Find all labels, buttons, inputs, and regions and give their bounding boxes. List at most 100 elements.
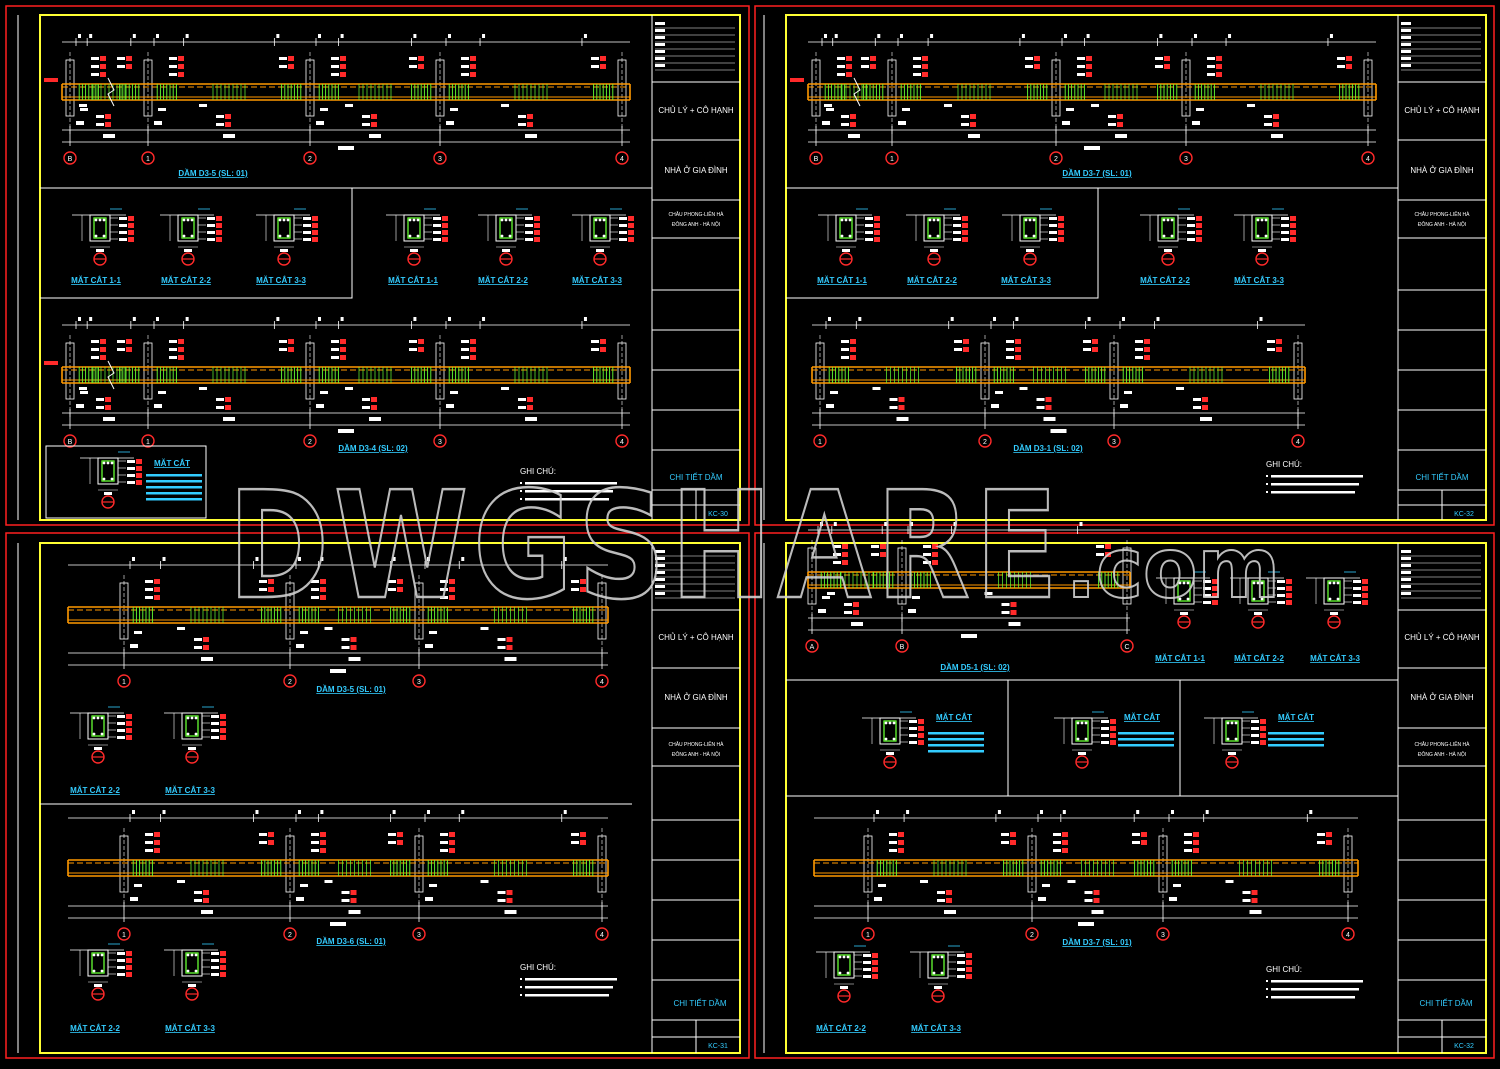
rebar-spec xyxy=(461,65,469,68)
tick-label xyxy=(89,34,93,38)
dim-value xyxy=(1043,417,1056,421)
rebar-bar xyxy=(100,969,104,973)
title-drawing-name: CHI TIẾT DẦM xyxy=(673,998,726,1008)
rebar-bar xyxy=(892,737,896,741)
beam-cross-section xyxy=(862,711,924,769)
rebar-spec xyxy=(1155,57,1163,60)
title-address-line-2: ĐÔNG ANH - HÀ NỘI xyxy=(672,751,720,758)
title-address-line-1: CHÂU PHONG-LIÊN HÀ xyxy=(1414,740,1470,748)
rebar-tag xyxy=(1346,56,1352,61)
title-address-line-2: ĐÔNG ANH - HÀ NỘI xyxy=(1418,751,1466,758)
rebar-tag xyxy=(962,216,968,221)
rebar-tag xyxy=(1062,832,1068,837)
tick-label xyxy=(1136,810,1140,814)
section-label: MẶT CẮT 3-3 xyxy=(165,1024,215,1033)
rebar-spec xyxy=(889,833,897,836)
rebar-spec xyxy=(1193,406,1201,409)
dim-total xyxy=(338,146,354,150)
stirrup xyxy=(91,952,105,974)
title-drawing-code: KC-31 xyxy=(708,1043,728,1050)
rebar-spec xyxy=(1247,104,1255,107)
rebar-tag xyxy=(1058,216,1064,221)
break-line xyxy=(107,360,115,390)
dim-value xyxy=(188,747,196,750)
rebar-tag xyxy=(918,726,924,731)
rebar-tag xyxy=(1286,586,1292,591)
section-label: MẶT CẮT 3-3 xyxy=(1001,276,1051,285)
rebar-spec xyxy=(169,57,177,60)
rebar-tag xyxy=(312,237,318,242)
dim-value xyxy=(103,134,115,138)
rebar-bar xyxy=(602,234,606,238)
grid-label: 1 xyxy=(146,156,150,163)
section-label: MẶT CẮT 2-2 xyxy=(907,276,957,285)
rebar-bar xyxy=(840,218,844,222)
rebar-bar xyxy=(1028,218,1032,222)
rebar-tag xyxy=(1362,579,1368,584)
rebar-tag xyxy=(1260,733,1266,738)
tick-label xyxy=(1086,34,1090,38)
grid-label: 3 xyxy=(417,932,421,939)
legend-line xyxy=(146,480,202,483)
rebar-bar xyxy=(94,218,98,222)
section-outline xyxy=(927,951,949,979)
dim-value xyxy=(94,747,102,750)
dim-value xyxy=(1200,417,1212,421)
rebar-spec xyxy=(518,115,526,118)
rebar-tag xyxy=(1212,586,1218,591)
title-drawing-code: KC-32 xyxy=(1454,511,1474,518)
title-address-line-1: CHÂU PHONG-LIÊN HÀ xyxy=(668,740,724,748)
section-outline xyxy=(181,712,203,740)
rebar-spec xyxy=(331,57,339,60)
rebar-spec xyxy=(824,104,832,107)
tick-label xyxy=(1156,317,1160,321)
rebar-spec xyxy=(145,580,153,583)
stirrup xyxy=(883,720,897,742)
section-label: MẶT CẮT 3-3 xyxy=(256,276,306,285)
rebar-tag xyxy=(126,735,132,740)
rebar-tag xyxy=(1105,544,1111,549)
rebar-bar xyxy=(186,716,190,720)
rebar-spec xyxy=(518,123,526,126)
rebar-spec xyxy=(863,954,871,957)
grid-label: 1 xyxy=(818,439,822,446)
level-tag xyxy=(790,78,804,82)
grid-label: 2 xyxy=(1054,156,1058,163)
rebar-spec xyxy=(830,391,838,394)
rebar-tag xyxy=(846,64,852,69)
rebar-spec xyxy=(207,217,215,220)
rebar-tag xyxy=(527,405,533,410)
rebar-tag xyxy=(126,56,132,61)
rebar-tag xyxy=(872,967,878,972)
rebar-tag xyxy=(178,64,184,69)
rebar-spec xyxy=(872,387,881,390)
rebar-tag xyxy=(220,735,226,740)
stirrup xyxy=(1251,580,1265,602)
rebar-tag xyxy=(1346,64,1352,69)
rebar-spec xyxy=(837,73,845,76)
rebar-tag xyxy=(418,64,424,69)
grid-bubble xyxy=(303,434,317,448)
row-text xyxy=(655,57,665,60)
rebar-tag xyxy=(397,840,403,845)
rebar-tag xyxy=(1286,593,1292,598)
grid-bubble xyxy=(978,434,992,448)
rebar-bar xyxy=(100,953,104,957)
rebar-tag xyxy=(1212,593,1218,598)
note-bullet xyxy=(520,482,522,484)
section-outline xyxy=(1323,577,1345,605)
rebar-spec xyxy=(912,596,920,599)
rebar-spec xyxy=(211,959,219,962)
rebar-tag xyxy=(1273,122,1279,127)
tick-label xyxy=(1087,317,1091,321)
rebar-bar xyxy=(92,716,96,720)
tick-label xyxy=(1194,34,1197,38)
rebar-tag xyxy=(216,216,222,221)
dim-value xyxy=(525,134,537,138)
dim-value xyxy=(446,404,454,408)
rebar-spec xyxy=(279,340,287,343)
section-outline xyxy=(835,214,857,242)
rebar-tag xyxy=(154,832,160,837)
title-owner: CHỦ LÝ + CÔ HẠNH xyxy=(658,633,734,642)
stirrup xyxy=(407,217,421,239)
